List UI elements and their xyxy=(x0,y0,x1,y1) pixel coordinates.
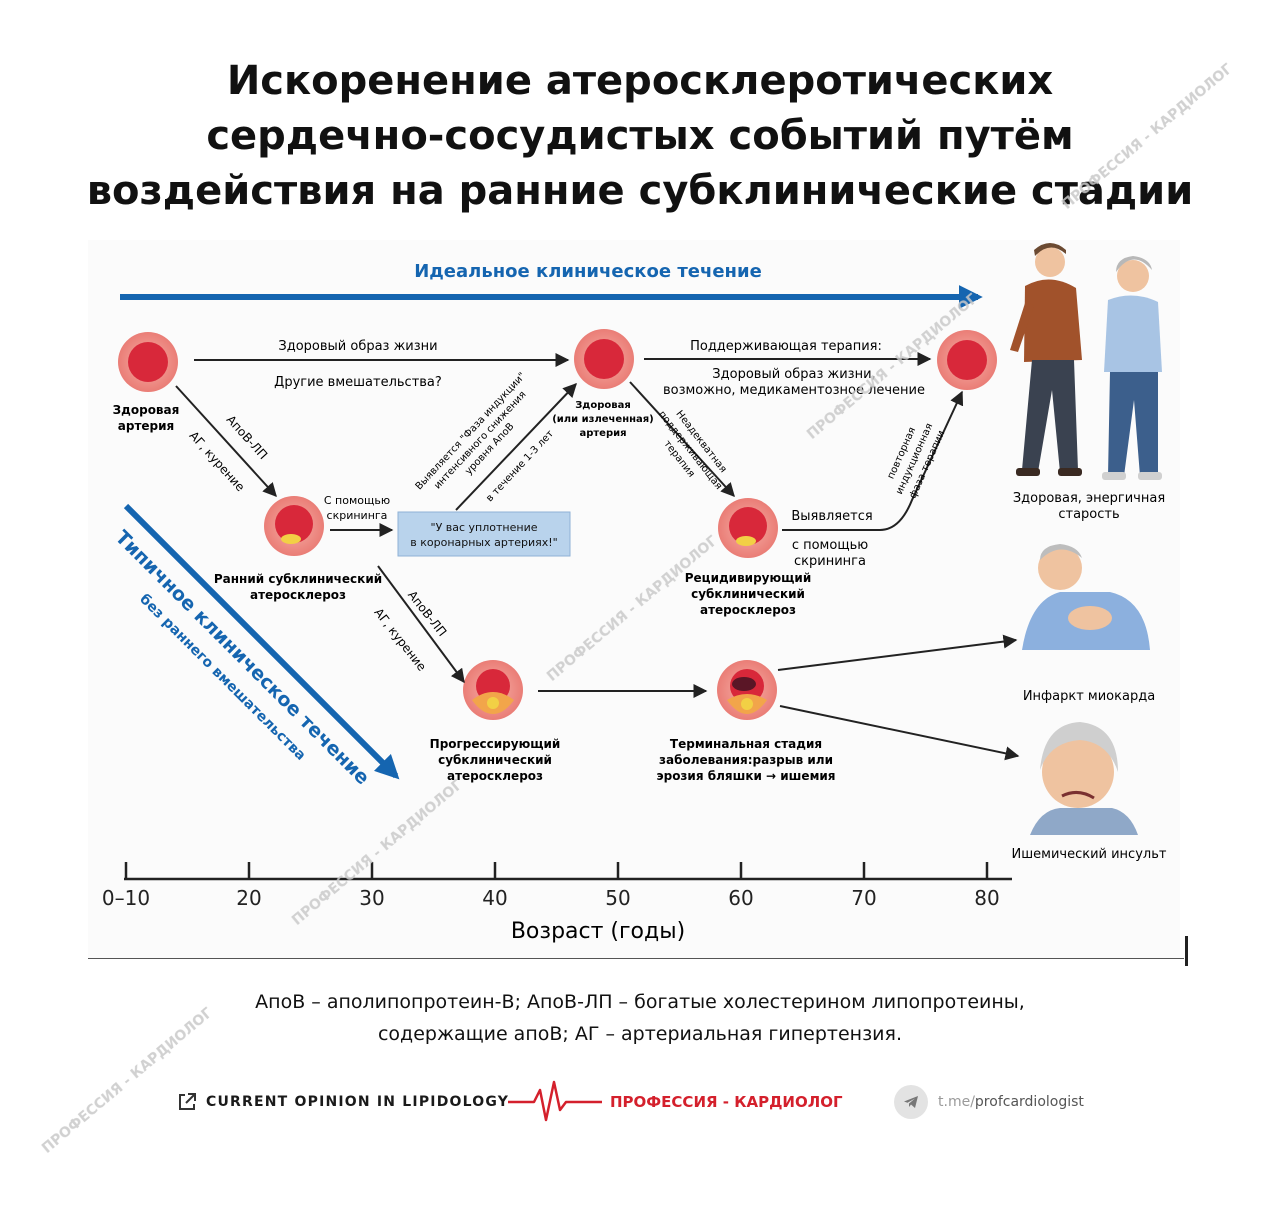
axis-tick-label: 80 xyxy=(974,886,999,910)
screening-1-line-2: скрининга xyxy=(327,509,388,522)
arrow-inadequate xyxy=(629,381,735,498)
telegram-icon xyxy=(894,1085,928,1119)
artery-progressive-plaque xyxy=(463,660,523,720)
axis-tick-label: 50 xyxy=(605,886,630,910)
healthy-elderly-couple-image xyxy=(1010,243,1162,480)
artery-early-plaque xyxy=(264,496,324,556)
mi-label: Инфаркт миокарда xyxy=(1023,689,1155,704)
age-axis-ticks: 0–10 20 30 40 50 60 70 80 xyxy=(102,862,1000,910)
progressive-line-1: Прогрессирующий xyxy=(430,737,561,751)
telegram-link[interactable]: t.me/profcardiologist xyxy=(894,1080,1084,1124)
arrow-to-stroke xyxy=(779,705,1020,761)
artery-healthy-1 xyxy=(118,332,178,392)
screening-2-line-2: скрининга xyxy=(794,554,866,569)
artery-healthy-2 xyxy=(574,329,634,389)
arrow-repeat-induction xyxy=(782,390,964,531)
myocardial-infarction-image xyxy=(1022,544,1150,650)
healthy-old-line-1: Здоровая, энергичная xyxy=(1013,491,1165,506)
axis-tick-label: 40 xyxy=(482,886,507,910)
typical-course-sub: без раннего вмешательства xyxy=(136,591,309,764)
age-axis-label: Возраст (годы) xyxy=(511,919,685,944)
recurrent-line-3: атеросклероз xyxy=(700,603,796,617)
maintenance-line-1: Поддерживающая терапия: xyxy=(690,339,882,354)
healthy-old-line-2: старость xyxy=(1058,507,1119,522)
maintenance-line-2: Здоровый образ жизни, xyxy=(712,367,875,382)
journal-name: CURRENT OPINION IN LIPIDOLOGY xyxy=(206,1094,510,1110)
screening-1-line-1: С помощью xyxy=(324,494,390,507)
message-line-1: "У вас уплотнение xyxy=(431,521,538,534)
separator-tick xyxy=(1185,936,1188,966)
ag-smoking-label-1: АГ, курение xyxy=(186,429,247,495)
progressive-line-2: субклинический xyxy=(438,753,552,767)
brand-name: ПРОФЕССИЯ - КАРДИОЛОГ xyxy=(610,1093,843,1111)
footnote-line-2: содержащие апоВ; АГ – артериальная гипер… xyxy=(377,1023,902,1045)
terminal-line-3: эрозия бляшки → ишемия xyxy=(656,769,835,783)
arrow-to-early xyxy=(175,385,277,498)
title-line-3: воздействия на ранние субклинические ста… xyxy=(86,168,1194,214)
axis-tick-label: 30 xyxy=(359,886,384,910)
axis-tick-label: 60 xyxy=(728,886,753,910)
ideal-course-label: Идеальное клиническое течение xyxy=(414,261,762,282)
recurrent-line-1: Рецидивирующий xyxy=(685,571,812,585)
maintenance-line-3: возможно, медикаментозное лечение xyxy=(663,383,925,398)
arrow-to-progressive xyxy=(377,565,465,684)
detected-label: Выявляется xyxy=(791,509,872,524)
message-line-2: в коронарных артериях!" xyxy=(410,536,558,549)
separator-line xyxy=(88,958,1184,959)
typical-course-arrow xyxy=(123,503,400,780)
progressive-line-3: атеросклероз xyxy=(447,769,543,783)
artery-terminal-plaque xyxy=(717,660,777,720)
terminal-line-1: Терминальная стадия xyxy=(670,737,822,751)
other-interventions-label: Другие вмешательства? xyxy=(274,375,442,390)
axis-tick-label: 70 xyxy=(851,886,876,910)
healthy-cured-line-3: артерия xyxy=(579,428,626,439)
axis-tick-label: 20 xyxy=(236,886,261,910)
title-line-2: сердечно-сосудистых событий путём xyxy=(206,113,1074,159)
healthy-cured-line-2: (или излеченная) xyxy=(552,414,654,425)
watermark-1: ПРОФЕССИЯ - КАРДИОЛОГ xyxy=(1059,61,1236,213)
screening-2-line-1: с помощью xyxy=(792,538,868,553)
terminal-line-2: заболевания:разрыв или xyxy=(659,753,833,767)
early-sub-line-1: Ранний субклинический xyxy=(214,572,382,586)
journal-source[interactable]: CURRENT OPINION IN LIPIDOLOGY xyxy=(176,1080,509,1124)
telegram-handle: profcardiologist xyxy=(974,1094,1084,1110)
watermark-3: ПРОФЕССИЯ - КАРДИОЛОГ xyxy=(544,533,721,685)
healthy-artery-line-1: Здоровая xyxy=(113,403,180,417)
brand-logo: ПРОФЕССИЯ - КАРДИОЛОГ xyxy=(508,1080,843,1124)
title-line-1: Искоренение атеросклеротических xyxy=(226,58,1054,104)
apob-lp-label-1: АпоВ-ЛП xyxy=(224,413,271,463)
footnote: АпоВ – аполипопротеин-В; АпоВ-ЛП – богат… xyxy=(140,986,1140,1050)
external-link-icon xyxy=(179,1093,196,1110)
ischemic-stroke-image xyxy=(1030,722,1138,835)
artery-healthy-3 xyxy=(937,330,997,390)
screening-message-box xyxy=(397,511,571,557)
healthy-cured-line-1: Здоровая xyxy=(575,400,631,411)
healthy-artery-line-2: артерия xyxy=(118,419,174,433)
heartbeat-logo-icon xyxy=(508,1080,602,1122)
arrow-to-mi xyxy=(777,634,1018,671)
early-sub-line-2: атеросклероз xyxy=(250,588,346,602)
page-title: Искоренение атеросклеротических сердечно… xyxy=(40,54,1240,219)
footnote-line-1: АпоВ – аполипопротеин-В; АпоВ-ЛП – богат… xyxy=(255,991,1025,1013)
artery-recurrent-plaque xyxy=(718,498,778,558)
arrow-induction xyxy=(455,382,577,511)
telegram-url: t.me/profcardiologist xyxy=(938,1094,1084,1110)
telegram-url-prefix: t.me/ xyxy=(938,1094,975,1110)
axis-tick-label: 0–10 xyxy=(102,886,150,910)
stroke-label: Ишемический инсульт xyxy=(1012,847,1167,862)
typical-course-label: Типичное клиническое течение xyxy=(111,526,374,789)
recurrent-line-2: субклинический xyxy=(691,587,805,601)
healthy-lifestyle-label: Здоровый образ жизни xyxy=(278,339,437,354)
